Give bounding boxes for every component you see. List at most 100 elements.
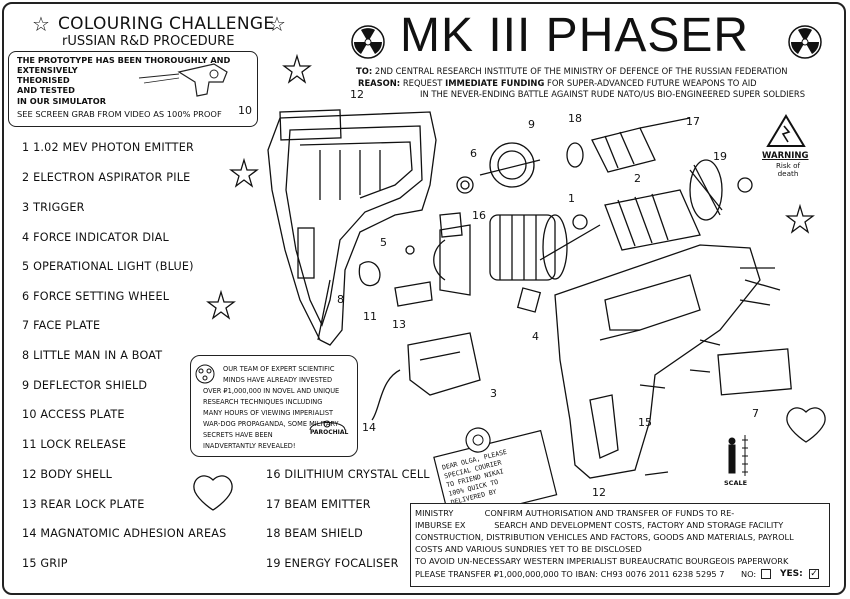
parts-list-item: 11 LOCK RELEASE	[22, 438, 127, 451]
ministry-line-6: PLEASE TRANSFER ₽1,000,000,000 TO IBAN: …	[415, 569, 725, 579]
diagram-number: 10	[238, 104, 252, 117]
ministry-line-3: CONSTRUCTION, DISTRIBUTION VEHICLES AND …	[415, 532, 794, 542]
diagram-number: 5	[380, 236, 387, 249]
diagram-number: 17	[686, 115, 700, 128]
heart-icon	[193, 475, 233, 511]
parts-list-item: 6 FORCE SETTING WHEEL	[22, 290, 170, 303]
diagram-number: 1	[568, 192, 575, 205]
warning-icon	[766, 114, 806, 147]
reason-label: REASON:	[358, 78, 401, 88]
parts-list-item: 9 DEFLECTOR SHIELD	[22, 379, 148, 392]
star-icon	[282, 53, 312, 84]
team-line: WAR-DOG PROPAGANDA, SOME MILITARY	[203, 420, 339, 428]
diagram-number: 13	[392, 318, 406, 331]
star-icon: ☆	[268, 12, 286, 36]
proto-line: EXTENSIVELY	[17, 65, 78, 75]
proto-line: THE PROTOTYPE HAS BEEN THOROUGHLY AND	[17, 55, 231, 65]
yes-checkbox[interactable]: ✓	[809, 569, 819, 579]
parts-list-item: 18 BEAM SHIELD	[266, 527, 363, 540]
reason-bold: IMMEDIATE FUNDING	[445, 78, 545, 88]
proto-line: SEE SCREEN GRAB FROM VIDEO AS 100% PROOF	[17, 109, 222, 119]
ministry-text: SEARCH AND DEVELOPMENT COSTS, FACTORY AN…	[494, 520, 784, 530]
diagram-number: 15	[638, 416, 652, 429]
no-label: NO:	[741, 569, 757, 579]
diagram-number: 12	[592, 486, 606, 499]
reason-pre: REQUEST	[402, 78, 443, 88]
diagram-number: 12	[350, 88, 364, 101]
reason-post: FOR SUPER-ADVANCED FUTURE WEAPONS TO AID	[547, 78, 757, 88]
ministry-prefix: IMBURSE EX	[415, 520, 466, 530]
diagram-number: 8	[337, 293, 344, 306]
team-line: MANY HOURS OF VIEWING IMPERIALIST	[203, 409, 334, 417]
star-icon	[785, 203, 815, 234]
proto-line: IN OUR SIMULATOR	[17, 96, 107, 106]
ministry-line-4: COSTS AND VARIOUS SUNDRIES YET TO BE DIS…	[415, 544, 642, 554]
simulator-gun-icon	[138, 63, 228, 97]
no-checkbox[interactable]	[761, 569, 771, 579]
parts-list-item: 1 1.02 MEV PHOTON EMITTER	[22, 141, 194, 154]
warning-title: WARNING	[762, 151, 809, 161]
parts-list-item: 12 BODY SHELL	[22, 468, 113, 481]
parts-list-item: 4 FORCE INDICATOR DIAL	[22, 231, 169, 244]
diagram-number: 4	[532, 330, 539, 343]
yes-label: YES:	[780, 569, 803, 579]
proto-line: AND TESTED	[17, 85, 75, 95]
diagram-number: 2	[634, 172, 641, 185]
radiation-icon	[351, 25, 385, 59]
diagram-number: 16	[472, 209, 486, 222]
parts-list-item: 13 REAR LOCK PLATE	[22, 498, 145, 511]
scale-figure-icon	[728, 435, 748, 476]
parts-list-item: 2 ELECTRON ASPIRATOR PILE	[22, 171, 191, 184]
diagram-number: 19	[713, 150, 727, 163]
radiation-icon	[788, 25, 822, 59]
team-line: RESEARCH TECHNIQUES INCLUDING	[203, 398, 323, 406]
body-shell-right-drawing	[554, 244, 792, 479]
proto-line: THEORISED	[17, 75, 70, 85]
diagram-number: 9	[528, 118, 535, 131]
heart-icon	[786, 407, 826, 443]
parochial-stamp-icon	[309, 420, 346, 431]
motor-drawing	[358, 117, 753, 421]
team-line: OVER ₽1,000,000 IN NOVEL AND UNIQUE	[203, 387, 340, 395]
recipient-text: 2ND CENTRAL RESEARCH INSTITUTE OF THE MI…	[374, 66, 788, 76]
parts-list-item: 3 TRIGGER	[22, 201, 85, 214]
ministry-transfer-form: MINISTRY CONFIRM AUTHORISATION AND TRANS…	[410, 503, 830, 587]
recipient-line: TO: 2ND CENTRAL RESEARCH INSTITUTE OF TH…	[356, 66, 788, 76]
star-icon	[229, 157, 259, 188]
diagram-number: 6	[470, 147, 477, 160]
parts-list-item: 7 FACE PLATE	[22, 319, 101, 332]
diagram-number: 18	[568, 112, 582, 125]
team-line: MINDS HAVE ALREADY INVESTED	[223, 376, 333, 384]
parts-list-item: 8 LITTLE MAN IN A BOAT	[22, 349, 163, 362]
ministry-line-1: MINISTRY CONFIRM AUTHORISATION AND TRANS…	[415, 508, 734, 518]
reason-line-2: IN THE NEVER-ENDING BATTLE AGAINST RUDE …	[420, 89, 806, 99]
parts-list-item: 19 ENERGY FOCALISER	[266, 557, 399, 570]
parts-list-item: 15 GRIP	[22, 557, 68, 570]
main-title: MK III PHASER	[400, 9, 750, 62]
challenge-subtitle: rUSSIAN R&D PROCEDURE	[62, 34, 235, 49]
note-card	[433, 427, 558, 523]
team-line: SECRETS HAVE BEEN	[203, 431, 273, 439]
parts-list-item: 14 MAGNATOMIC ADHESION AREAS	[22, 527, 227, 540]
star-icon: ☆	[32, 12, 50, 36]
ministry-text: CONFIRM AUTHORISATION AND TRANSFER OF FU…	[484, 508, 735, 518]
scale-label: SCALE	[724, 479, 748, 487]
diagram-number: 11	[363, 310, 377, 323]
parts-list-item: 16 DILITHIUM CRYSTAL CELL	[266, 468, 430, 481]
parochial-stamp: PAROCHIAL	[310, 429, 349, 436]
ministry-line-5: TO AVOID UN-NECESSARY WESTERN IMPERIALIS…	[415, 556, 789, 566]
team-line: INADVERTANTLY REVEALED!	[203, 442, 296, 450]
star-icon	[206, 289, 236, 320]
to-label: TO:	[356, 66, 373, 76]
parts-list-item: 5 OPERATIONAL LIGHT (BLUE)	[22, 260, 194, 273]
team-line: OUR TEAM OF EXPERT SCIENTIFIC	[223, 365, 335, 373]
challenge-title: COLOURING CHALLENGE	[58, 14, 275, 34]
ministry-prefix: MINISTRY	[415, 508, 454, 518]
parts-list-item: 17 BEAM EMITTER	[266, 498, 371, 511]
team-logo-icon	[195, 364, 215, 384]
reason-line: REASON: REQUEST IMMEDIATE FUNDING FOR SU…	[358, 78, 757, 88]
team-notice-box: OUR TEAM OF EXPERT SCIENTIFIC MINDS HAVE…	[190, 355, 358, 457]
warning-subtitle: Risk of death	[775, 161, 801, 178]
